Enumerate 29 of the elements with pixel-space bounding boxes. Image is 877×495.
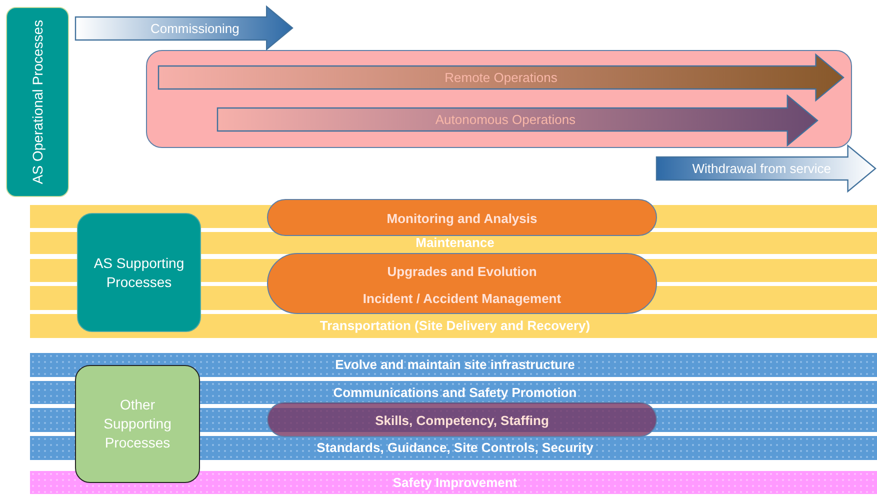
activity-label: Incident / Accident Management [362, 291, 562, 307]
banner-label: Autonomous Operations [435, 112, 576, 128]
band-label: Evolve and maintain site infrastructure [335, 357, 575, 373]
banner-label: Remote Operations [444, 70, 558, 86]
process-box [6, 7, 69, 197]
band-label: Communications and Safety Promotion [333, 384, 577, 400]
band-label: Transportation (Site Delivery and Recovery) [320, 318, 590, 334]
phase-group-box [146, 50, 852, 148]
process-band [30, 353, 877, 377]
process-box [77, 213, 201, 332]
box-label: AS Supporting Processes [92, 254, 186, 292]
phase-banner [75, 6, 293, 50]
band-label: Safety Improvement [392, 474, 518, 490]
process-box [75, 365, 200, 483]
process-band [30, 471, 877, 494]
activity-label: Skills, Competency, Staffing [375, 412, 549, 428]
phase-banner [158, 54, 844, 101]
activity-label: Upgrades and Evolution [387, 264, 537, 280]
banner-label: Commissioning [150, 20, 240, 36]
band-label: Maintenance [416, 235, 494, 251]
band-label: Standards, Guidance, Site Controls, Security [316, 440, 594, 456]
box-label: Other Supporting Processes [102, 396, 172, 452]
activity-pill [267, 199, 657, 236]
process-band [30, 314, 877, 338]
activity-pill [267, 402, 657, 437]
activity-label: Monitoring and Analysis [386, 210, 538, 226]
phase-banner [217, 95, 818, 146]
box-label: AS Operational Processes [29, 20, 46, 184]
banner-label: Withdrawal from service [692, 160, 831, 176]
